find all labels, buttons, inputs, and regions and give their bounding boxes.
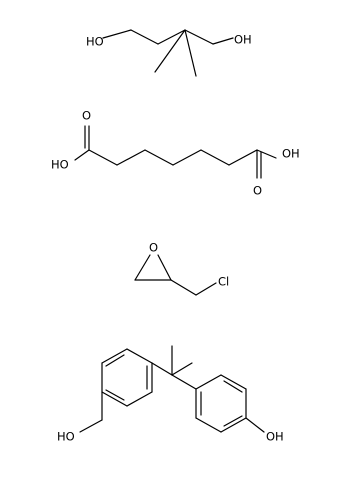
bond — [102, 29, 132, 39]
bond — [220, 417, 247, 433]
bond — [171, 374, 197, 390]
atom-label-oh: OH — [282, 147, 300, 161]
atom-label-ho: HO — [51, 158, 69, 172]
bond — [184, 29, 214, 45]
bond — [212, 37, 234, 45]
molecule-epichlorohydrin: O Cl — [134, 241, 229, 296]
bond — [157, 29, 186, 45]
bond — [134, 254, 151, 281]
bond — [245, 417, 265, 433]
bond — [172, 149, 202, 166]
bond — [74, 149, 90, 161]
bond — [130, 29, 159, 45]
bond — [79, 419, 103, 433]
bond — [126, 348, 153, 364]
atom-label-oh: OH — [234, 33, 252, 47]
bond — [200, 149, 230, 166]
bond — [126, 391, 153, 407]
bond — [195, 282, 217, 296]
bond — [220, 374, 247, 390]
atom-label-o: O — [253, 184, 262, 198]
bond — [171, 362, 193, 376]
atom-label-o: O — [82, 109, 91, 123]
bond — [256, 149, 277, 159]
bond — [170, 279, 197, 296]
atom-label-ho: HO — [57, 430, 75, 444]
molecule-neopentyl-glycol: HO OH — [86, 29, 252, 77]
bond — [144, 149, 174, 166]
bond — [195, 374, 222, 390]
bond — [105, 354, 125, 367]
bond — [157, 254, 172, 281]
bond — [195, 417, 222, 433]
bond — [101, 391, 128, 407]
molecule-bisphenol-a: HO OH — [57, 345, 284, 444]
atom-label-ho: HO — [86, 35, 104, 49]
bond — [101, 348, 128, 364]
bond — [105, 389, 125, 401]
molecule-adipic-acid: O HO OH O — [51, 109, 300, 198]
bond — [223, 380, 243, 393]
bond — [88, 149, 118, 166]
bond — [116, 149, 146, 166]
bond — [223, 415, 243, 427]
bond — [184, 29, 197, 77]
atom-label-o: O — [149, 241, 158, 255]
bond — [154, 29, 186, 73]
bond — [228, 149, 258, 166]
atom-label-oh: OH — [266, 430, 284, 444]
atom-label-cl: Cl — [218, 275, 229, 289]
bond — [151, 362, 173, 376]
